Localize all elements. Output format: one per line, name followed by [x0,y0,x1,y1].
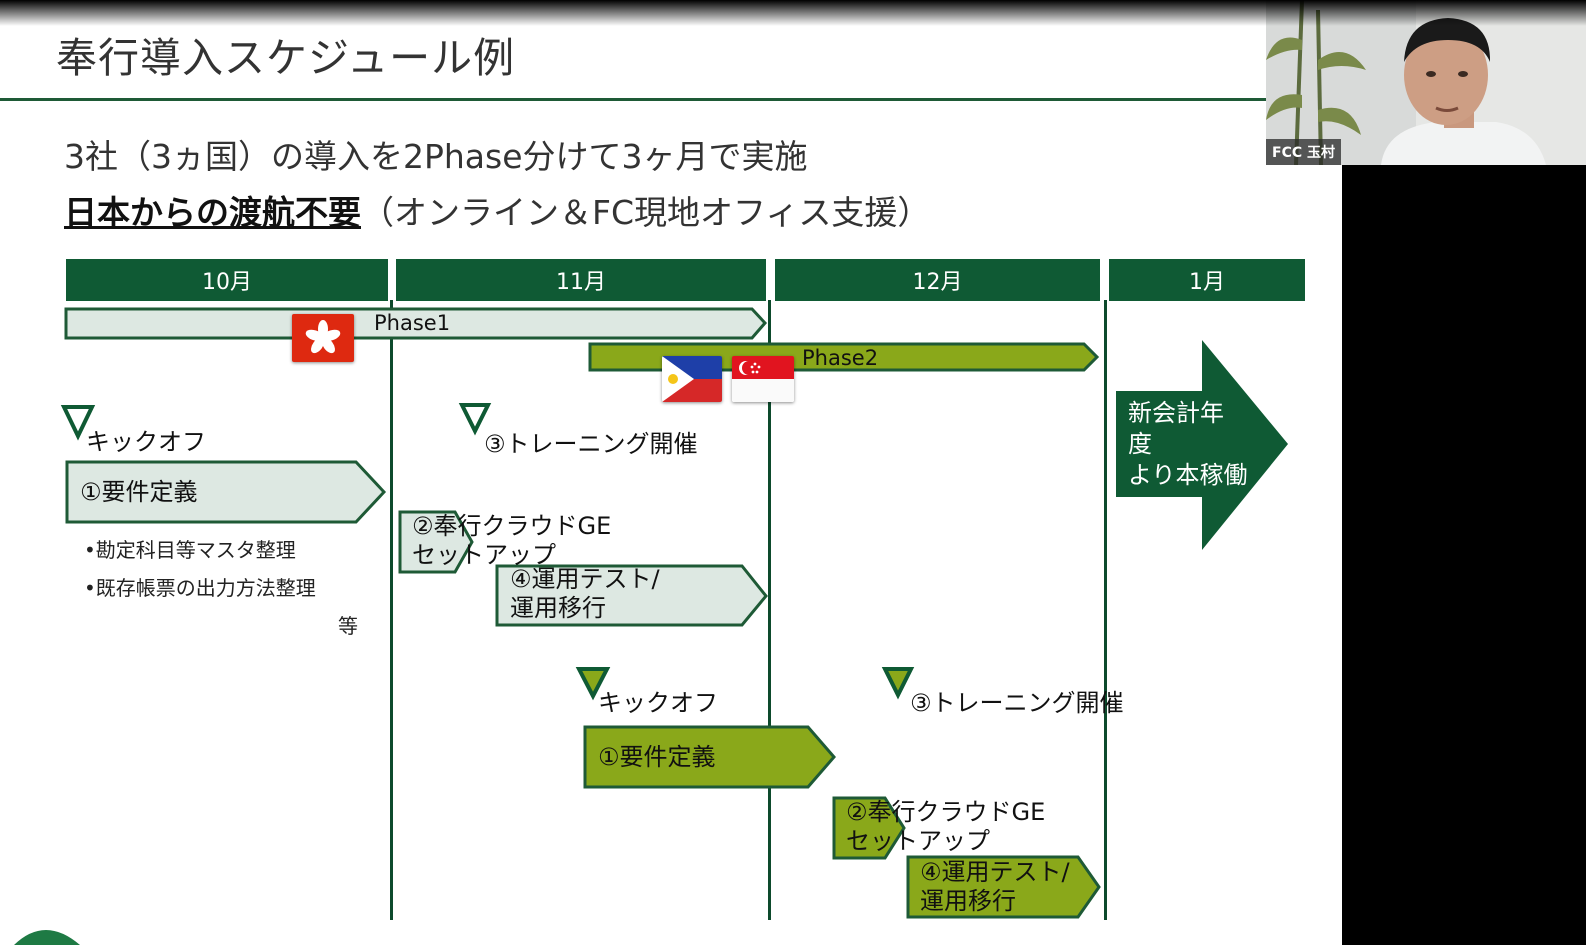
singapore-flag-icon [732,356,794,402]
phase2-requirements-shape [583,725,836,789]
presentation-slide: 奉行導入スケジュール例 3社（3ヵ国）の導入を2Phase分けて3ヶ月で実施 日… [0,0,1342,945]
phase1-training-label: ③トレーニング開催 [484,430,698,458]
month-divider-line [390,300,393,920]
bullet-glyph: • [84,538,96,562]
month-divider-line [768,300,771,920]
bullet-glyph: • [84,576,96,600]
company-logo-fragment [14,930,80,945]
video-frame [1266,0,1586,165]
go-live-text: 新会計年 度 より本稼働 [1128,398,1248,491]
phase1-bullet-item: •勘定科目等マスタ整理 [84,534,296,563]
phase2-test-label-line2: 運用移行 [920,887,1016,915]
month-header-oct: 10月 [66,259,388,301]
subtitle-line-2: 日本からの渡航不要（オンライン＆FC現地オフィス支援） [64,186,930,234]
phase1-setup-shape [398,510,474,574]
subtitle-emphasis: 日本からの渡航不要 [64,193,361,232]
month-divider-line [1104,300,1107,920]
participant-video-tile[interactable]: FCC 玉村 [1266,0,1586,165]
phase2-training-label: ③トレーニング開催 [910,689,1124,717]
subtitle-detail: （オンライン＆FC現地オフィス支援） [361,193,931,232]
phase2-requirements-label: ①要件定義 [598,743,716,771]
month-header-dec: 12月 [775,259,1100,301]
phase2-setup-label-line2: セットアップ [846,827,990,855]
participant-name-tag: FCC 玉村 [1266,139,1341,165]
phase2-label: Phase2 [802,346,879,370]
phase2-test-shape [906,855,1101,919]
month-header-nov: 11月 [396,259,766,301]
philippines-flag-icon [662,356,722,402]
bullet-text: 勘定科目等マスタ整理 [95,538,296,562]
phase1-setup-label-line1: ②奉行クラウドGE [412,512,612,540]
title-divider [0,98,1342,101]
phase2-setup-label-line1: ②奉行クラウドGE [846,798,1046,826]
phase1-setup-label-line2: セットアップ [412,541,556,569]
phase2-setup-shape [832,796,906,860]
phase1-requirements-label: ①要件定義 [80,478,198,506]
phase1-requirements-shape [65,460,387,524]
go-live-arrow [1116,340,1288,550]
window-top-shadow [0,0,1586,26]
bullet-text: 既存帳票の出力方法整理 [95,576,316,600]
go-live-line: より本稼働 [1128,461,1248,489]
phase1-etc-label: 等 [338,614,358,638]
phase2-kickoff-marker [575,667,611,701]
phase1-test-label-line2: 運用移行 [510,594,606,622]
phase1-test-label-line1: ④運用テスト/ [510,565,660,593]
slide-title: 奉行導入スケジュール例 [56,34,516,82]
month-header-jan: 1月 [1109,259,1305,301]
phase1-bullet-item: •既存帳票の出力方法整理 [84,572,316,601]
phase1-kickoff-label: キックオフ [86,428,206,456]
phase1-test-shape [495,564,768,627]
hong-kong-flag-icon [292,314,354,362]
phase2-training-marker [881,667,915,700]
phase1-bar [64,307,768,340]
phase2-test-label-line1: ④運用テスト/ [920,858,1070,886]
phase1-kickoff-marker [60,405,96,441]
phase1-label: Phase1 [374,311,451,335]
subtitle-line-1: 3社（3ヵ国）の導入を2Phase分けて3ヶ月で実施 [64,137,808,176]
go-live-line: 新会計年 [1128,399,1224,427]
go-live-line: 度 [1128,430,1152,458]
phase1-training-marker [458,403,492,436]
phase2-kickoff-label: キックオフ [598,689,718,717]
person-silhouette [1381,18,1546,165]
